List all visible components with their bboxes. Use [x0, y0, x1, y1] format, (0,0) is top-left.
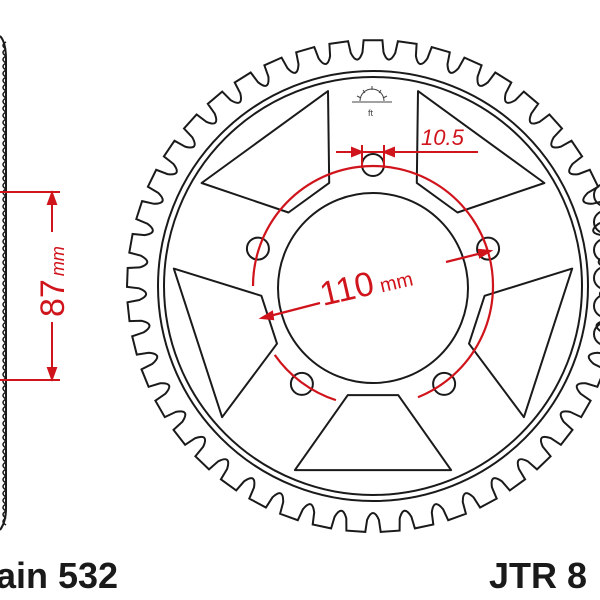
- adjacent-tooth: [593, 295, 600, 317]
- hub-dimension: [0, 190, 60, 382]
- adjacent-tooth: [593, 323, 600, 345]
- adjacent-tooth: [593, 267, 600, 289]
- slot-width-label: 10.5: [421, 125, 465, 150]
- rim-ring-outer: [157, 70, 589, 502]
- bolt-circle-label: 110mm: [316, 256, 416, 314]
- adjacent-tooth: [593, 184, 600, 206]
- chain-size-caption: ain 532: [0, 555, 118, 596]
- logo-text: ft: [368, 108, 374, 118]
- window: [468, 267, 574, 419]
- bolt-holes: [245, 153, 501, 396]
- slot-width-dimension: [336, 145, 478, 168]
- side-profile: [0, 35, 7, 531]
- window: [200, 90, 331, 214]
- window: [172, 267, 278, 419]
- bolt-hole: [432, 371, 457, 396]
- bolt-hole: [245, 236, 270, 261]
- lightening-windows: [172, 90, 574, 472]
- adjacent-tooth: [593, 239, 600, 261]
- sun-logo-icon: ft: [352, 86, 392, 118]
- sprocket-teeth: [125, 39, 600, 533]
- adjacent-tooth: [593, 211, 600, 233]
- rim-ring-inner: [163, 76, 583, 496]
- bolt-circle-dimension: [251, 164, 495, 402]
- window: [415, 90, 546, 214]
- hub-label: 87mm: [34, 246, 72, 317]
- part-number-caption: JTR 8: [489, 555, 587, 596]
- bolt-hole: [476, 236, 501, 261]
- bolt-hole: [289, 371, 314, 396]
- window: [293, 394, 453, 472]
- center-hole: [277, 192, 469, 384]
- next-sprocket-edge: [593, 184, 600, 345]
